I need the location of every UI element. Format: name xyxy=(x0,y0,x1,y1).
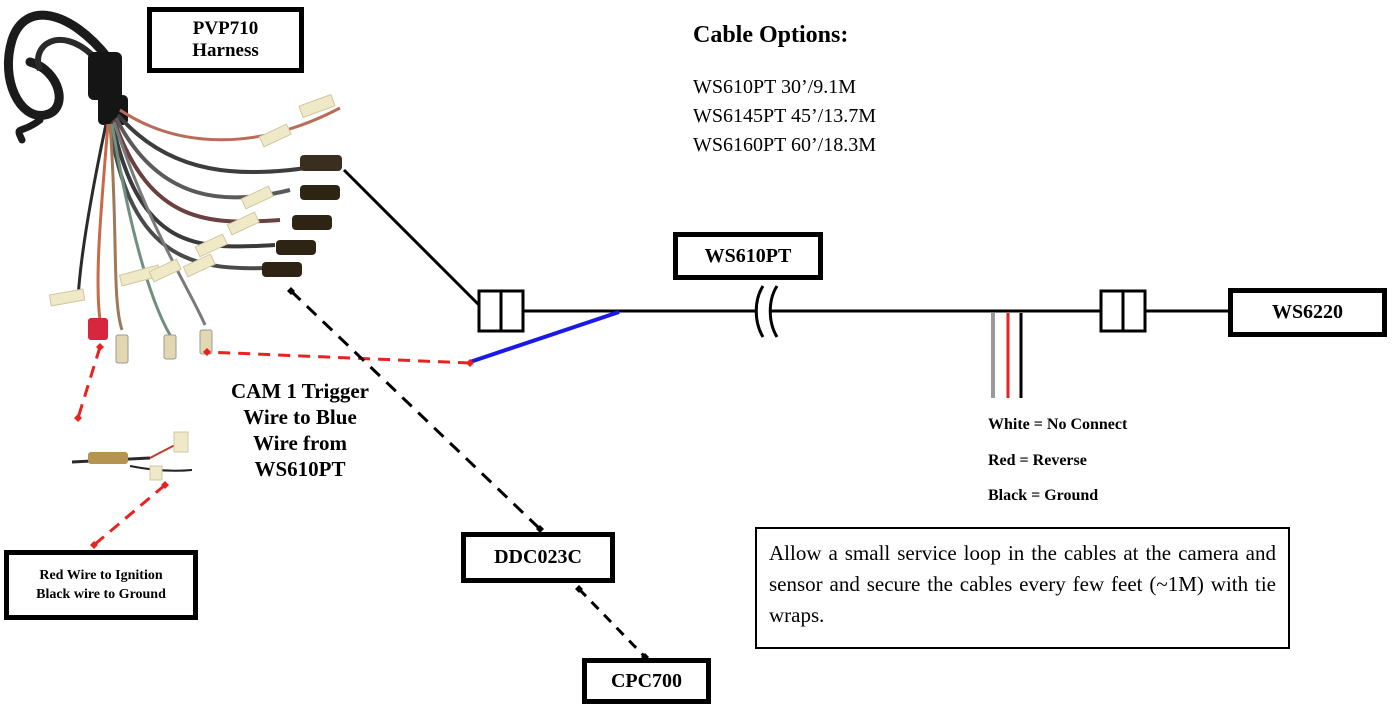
cpc700-label: CPC700 xyxy=(582,658,711,704)
service-loop-note: Allow a small service loop in the cables… xyxy=(755,527,1290,649)
ddc023c-label: DDC023C xyxy=(461,532,615,583)
trigger-note-line-3: Wire from xyxy=(253,431,347,455)
harness-label: PVP710 Harness xyxy=(147,7,304,73)
ws6220-label: WS6220 xyxy=(1228,288,1387,337)
wire-legend-white: White = No Connect xyxy=(988,416,1128,433)
harness-label-line-1: PVP710 xyxy=(192,18,259,39)
wire-legend-red: Red = Reverse xyxy=(988,452,1087,469)
ws610pt-label: WS610PT xyxy=(673,232,823,280)
wire-legend-black: Black = Ground xyxy=(988,487,1099,504)
ignition-label-line-2: Black wire to Ground xyxy=(36,587,166,602)
trigger-note-line-1: CAM 1 Trigger xyxy=(230,379,370,403)
trigger-note-line-2: Wire to Blue xyxy=(243,405,357,429)
cable-options-title: Cable Options: xyxy=(693,22,849,48)
blue-wire xyxy=(469,310,620,364)
harness-label-line-2: Harness xyxy=(192,40,259,61)
cable-option-1: WS610PT 30’/9.1M xyxy=(693,76,856,98)
cable-option-2: WS6145PT 45’/13.7M xyxy=(693,105,876,127)
fuse-holder-illustration xyxy=(71,431,193,481)
trigger-note: CAM 1 Trigger Wire to Blue Wire from WS6… xyxy=(205,378,395,482)
harness-illustration xyxy=(3,10,342,364)
ignition-label-line-1: Red Wire to Ignition xyxy=(39,568,163,583)
ignition-label: Red Wire to Ignition Black wire to Groun… xyxy=(4,550,198,620)
cable-option-3: WS6160PT 60’/18.3M xyxy=(693,134,876,156)
trigger-note-line-4: WS610PT xyxy=(254,457,346,481)
